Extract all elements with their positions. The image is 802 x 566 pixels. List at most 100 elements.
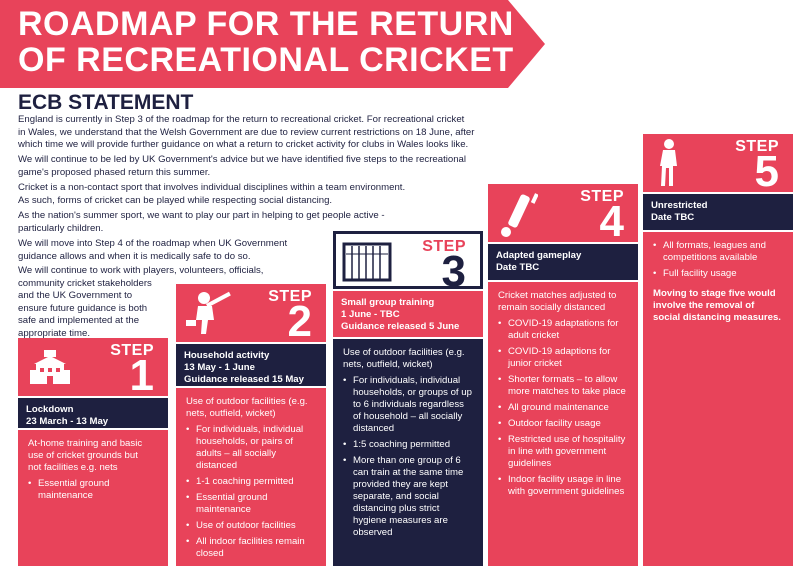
list-item: 1:5 coaching permitted [343,439,473,451]
statement-paragraph-2: We will continue to be led by UK Governm… [18,154,466,179]
text-line: particularly children. [18,222,104,234]
banner-title: ROADMAP FOR THE RETURN OF RECREATIONAL C… [18,6,514,78]
step-3-title-bar: Small group training 1 June - TBC Guidan… [333,291,483,337]
text-line: safe and implemented at the [18,315,140,326]
title-banner: ROADMAP FOR THE RETURN OF RECREATIONAL C… [0,0,545,88]
list-item: Essential ground maintenance [186,492,316,516]
text-line: guidance allows and when it is medically… [18,250,251,262]
statement-heading: ECB STATEMENT [18,91,194,114]
step-3-bullets: For individuals, individual households, … [343,375,473,539]
list-item: Essential ground maintenance [28,478,158,502]
step-4-number: 4 [599,197,624,246]
text-line: At-home training and basic [28,438,143,449]
step-4-label: STEP [580,188,624,205]
step-3-intro: Use of outdoor facilities (e.g. nets, ou… [343,347,465,370]
list-item: Shorter formats – to allow more matches … [498,374,628,398]
text-line: England is currently in Step 3 of the ro… [18,114,465,125]
step-1-title: Lockdown [26,404,74,415]
step-4-intro: Cricket matches adjusted to remain socia… [498,290,617,313]
step-5-title-bar: Unrestricted Date TBC [643,194,793,230]
list-item: Outdoor facility usage [498,418,628,430]
step-3-title: Small group training [341,297,435,308]
step-1-label: STEP [110,342,154,359]
text-line: and the UK Government to [18,290,133,301]
text-line: Cricket is a non-contact sport that invo… [18,182,406,193]
list-item: More than one group of 6 can train at th… [343,455,473,539]
text-line: We will continue to work with players, v… [18,265,264,276]
step-1-intro: At-home training and basic use of cricke… [28,438,158,474]
step-5-note: Moving to stage five would involve the r… [653,288,781,323]
statement-paragraph-3: Cricket is a non-contact sport that invo… [18,182,405,207]
step-1-column: STEP 1 Lockdown 23 March - 13 May At-hom… [18,338,168,566]
statement-paragraph-1: England is currently in Step 3 of the ro… [18,114,474,152]
text-line: community cricket stakeholders [18,277,152,289]
list-item: All ground maintenance [498,402,628,414]
step-5-body: All formats, leagues and competitions av… [643,232,793,566]
step-5-dates: Date TBC [651,212,695,223]
step-5-column: STEP 5 Unrestricted Date TBC All formats… [643,134,793,566]
list-item: Restricted use of hospitality in line wi… [498,434,628,470]
step-4-bullets: COVID-19 adaptations for adult cricket C… [498,318,628,498]
step-2-dates: 13 May - 1 June [184,362,255,373]
step-2-title-bar: Household activity 13 May - 1 June Guida… [176,344,326,386]
banner-arrow-shape [0,0,545,88]
step-4-title-bar: Adapted gameplay Date TBC [488,244,638,280]
step-1-header: STEP 1 [18,338,168,400]
list-item: COVID-19 adaptations for adult cricket [498,318,628,342]
step-5-number: 5 [754,147,779,196]
step-4-dates: Date TBC [496,262,540,273]
step-3-label: STEP [422,238,466,255]
text-line: We will move into Step 4 of the roadmap … [18,238,288,249]
text-line: As such, forms of cricket can be played … [18,194,333,206]
step-1-title-bar: Lockdown 23 March - 13 May [18,398,168,428]
step-3-dates: 1 June - TBC [341,309,400,320]
list-item: Indoor facility usage in line with gover… [498,474,628,498]
banner-title-line1: ROADMAP FOR THE RETURN [18,5,514,43]
step-1-number: 1 [129,351,154,400]
list-item: All indoor facilities remain closed [186,536,316,560]
step-2-bullets: For individuals, individual households, … [186,424,316,560]
list-item: For individuals, individual households, … [343,375,473,435]
step-5-title: Unrestricted [651,200,708,211]
school-building-icon [30,350,70,384]
step-4-column: STEP 4 Adapted gameplay Date TBC Cricket… [488,184,638,566]
text-line: We will continue to be led by UK Governm… [18,154,467,165]
step-2-label: STEP [268,288,312,305]
batsman-icon [186,291,231,334]
step-1-body: At-home training and basic use of cricke… [18,430,168,566]
step-2-body: Use of outdoor facilities (e.g. nets, ou… [176,388,326,566]
step-5-label: STEP [735,138,779,155]
step-3-column: STEP 3 Small group training 1 June - TBC… [333,231,483,566]
step-4-title: Adapted gameplay [496,250,582,261]
step-2-number: 2 [287,297,312,346]
step-2-header: STEP 2 [176,284,326,346]
step-2-guidance-date: Guidance released 15 May [184,374,304,385]
list-item: For individuals, individual households, … [186,424,316,472]
step-4-header: STEP 4 [488,184,638,246]
cricketer-player-icon [660,139,677,186]
statement-paragraph-6: We will continue to work with players, v… [18,265,263,340]
text-line: in Wales, we understand that the Welsh G… [18,126,475,138]
step-3-body: Use of outdoor facilities (e.g. nets, ou… [333,339,483,566]
step-3-header: STEP 3 [333,231,483,294]
step-3-number: 3 [441,247,466,296]
statement-paragraph-5: We will move into Step 4 of the roadmap … [18,238,287,263]
step-1-dates: 23 March - 13 May [26,416,109,427]
text-line: ensure future guidance is both [18,302,148,314]
list-item: 1-1 coaching permitted [186,476,316,488]
text-line: As the nation's summer sport, we want to… [18,210,385,221]
step-2-column: STEP 2 Household activity 13 May - 1 Jun… [176,284,326,566]
text-line: appropriate time. [18,327,90,339]
list-item: Full facility usage [653,268,783,280]
text-line: use of cricket grounds but [28,450,138,461]
step-3-guidance-date: Guidance released 5 June [341,321,460,332]
list-item: COVID-19 adaptions for junior cricket [498,346,628,370]
step-1-bullets: Essential ground maintenance [28,478,158,502]
cricket-bat-ball-icon [501,193,538,237]
text-line: which time we will provide further guida… [18,139,469,150]
list-item: All formats, leagues and competitions av… [653,240,783,264]
text-line: game's proposed phased return this summe… [18,166,211,178]
step-2-intro: Use of outdoor facilities (e.g. nets, ou… [186,396,308,419]
step-4-body: Cricket matches adjusted to remain socia… [488,282,638,566]
list-item: Use of outdoor facilities [186,520,316,532]
